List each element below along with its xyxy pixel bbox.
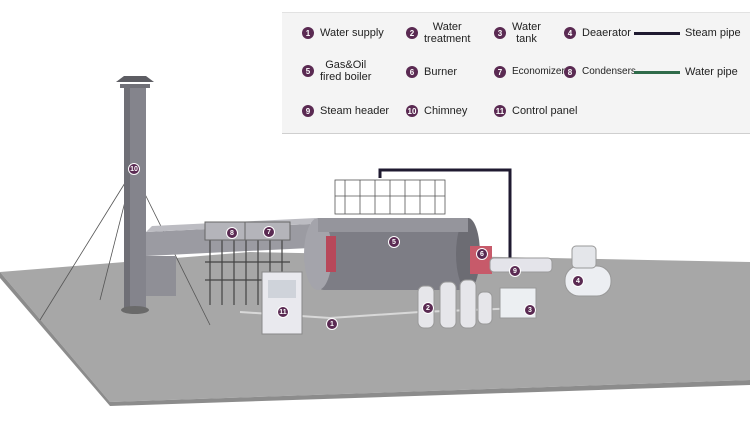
legend-item-3: 3 Water tank — [494, 21, 541, 45]
legend-item-9: 9 Steam header — [302, 105, 389, 117]
steam-pipe-legend-line — [634, 32, 680, 35]
legend-num-4: 4 — [564, 27, 576, 39]
economizer-frame — [205, 236, 290, 305]
legend-label-5-line2: fired boiler — [320, 71, 372, 83]
legend-label-5-line1: Gas&Oil — [325, 59, 367, 71]
legend-num-11: 11 — [494, 105, 506, 117]
legend-label-10: Chimney — [424, 105, 468, 117]
legend-label-4: Deaerator — [582, 27, 631, 39]
legend-item-6: 6 Burner — [406, 66, 457, 78]
legend-item-2: 2 Water treatment — [406, 21, 470, 45]
legend-num-6: 6 — [406, 66, 418, 78]
legend-num-10: 10 — [406, 105, 418, 117]
legend-num-5: 5 — [302, 65, 314, 77]
legend-item-10: 10 Chimney — [406, 105, 467, 117]
marker-4: 4 — [572, 275, 584, 287]
marker-11: 11 — [277, 306, 289, 318]
floor-front — [110, 380, 750, 406]
legend-label-3-line1: Water — [512, 21, 541, 33]
legend-num-8: 8 — [564, 66, 576, 78]
legend-label-7: Economizer — [512, 66, 565, 77]
condenser-box — [204, 221, 246, 241]
deaerator-vessel — [564, 245, 612, 297]
floor-slab — [0, 252, 750, 402]
legend-label-1: Water supply — [320, 27, 384, 39]
legend-label-5: Gas&Oil fired boiler — [320, 59, 371, 83]
marker-2: 2 — [422, 302, 434, 314]
legend-item-11: 11 Control panel — [494, 105, 577, 117]
marker-10: 10 — [128, 163, 140, 175]
legend-label-11: Control panel — [512, 105, 578, 117]
water-pipe-legend-label: Water pipe — [685, 66, 738, 78]
floor-edge — [0, 272, 110, 406]
marker-8: 8 — [226, 227, 238, 239]
legend-num-2: 2 — [406, 27, 418, 39]
marker-3: 3 — [524, 304, 536, 316]
legend-item-4: 4 Deaerator — [564, 27, 631, 39]
legend-num-7: 7 — [494, 66, 506, 78]
legend-item-1: 1 Water supply — [302, 27, 384, 39]
legend-num-9: 9 — [302, 105, 314, 117]
boiler-body — [304, 218, 480, 290]
legend-label-8: Condensers — [582, 66, 636, 77]
steam-header-pipe — [489, 257, 553, 273]
legend-item-8: 8 Condensers — [564, 66, 636, 78]
legend-num-3: 3 — [494, 27, 506, 39]
legend-item-5: 5 Gas&Oil fired boiler — [302, 59, 371, 83]
legend-label-2: Water treatment — [424, 21, 470, 45]
legend-panel: 1 Water supply 2 Water treatment 3 Water… — [282, 12, 750, 134]
legend-item-7: 7 Economizer — [494, 66, 565, 78]
legend-num-1: 1 — [302, 27, 314, 39]
legend-label-3-line2: tank — [516, 33, 537, 45]
control-panel — [261, 271, 303, 335]
boiler-platform — [334, 179, 446, 215]
marker-6: 6 — [476, 248, 488, 260]
legend-label-9: Steam header — [320, 105, 390, 117]
steam-pipe-legend-label: Steam pipe — [685, 27, 741, 39]
legend-label-2-line1: Water — [432, 21, 462, 33]
marker-5: 5 — [388, 236, 400, 248]
legend-label-6: Burner — [424, 66, 458, 78]
marker-9: 9 — [509, 265, 521, 277]
water-pipe-legend-line — [634, 71, 680, 74]
chimney — [116, 76, 154, 314]
marker-7: 7 — [263, 226, 275, 238]
legend-label-3: Water tank — [512, 21, 541, 45]
marker-1: 1 — [326, 318, 338, 330]
legend-label-2-line2: treatment — [424, 33, 471, 45]
